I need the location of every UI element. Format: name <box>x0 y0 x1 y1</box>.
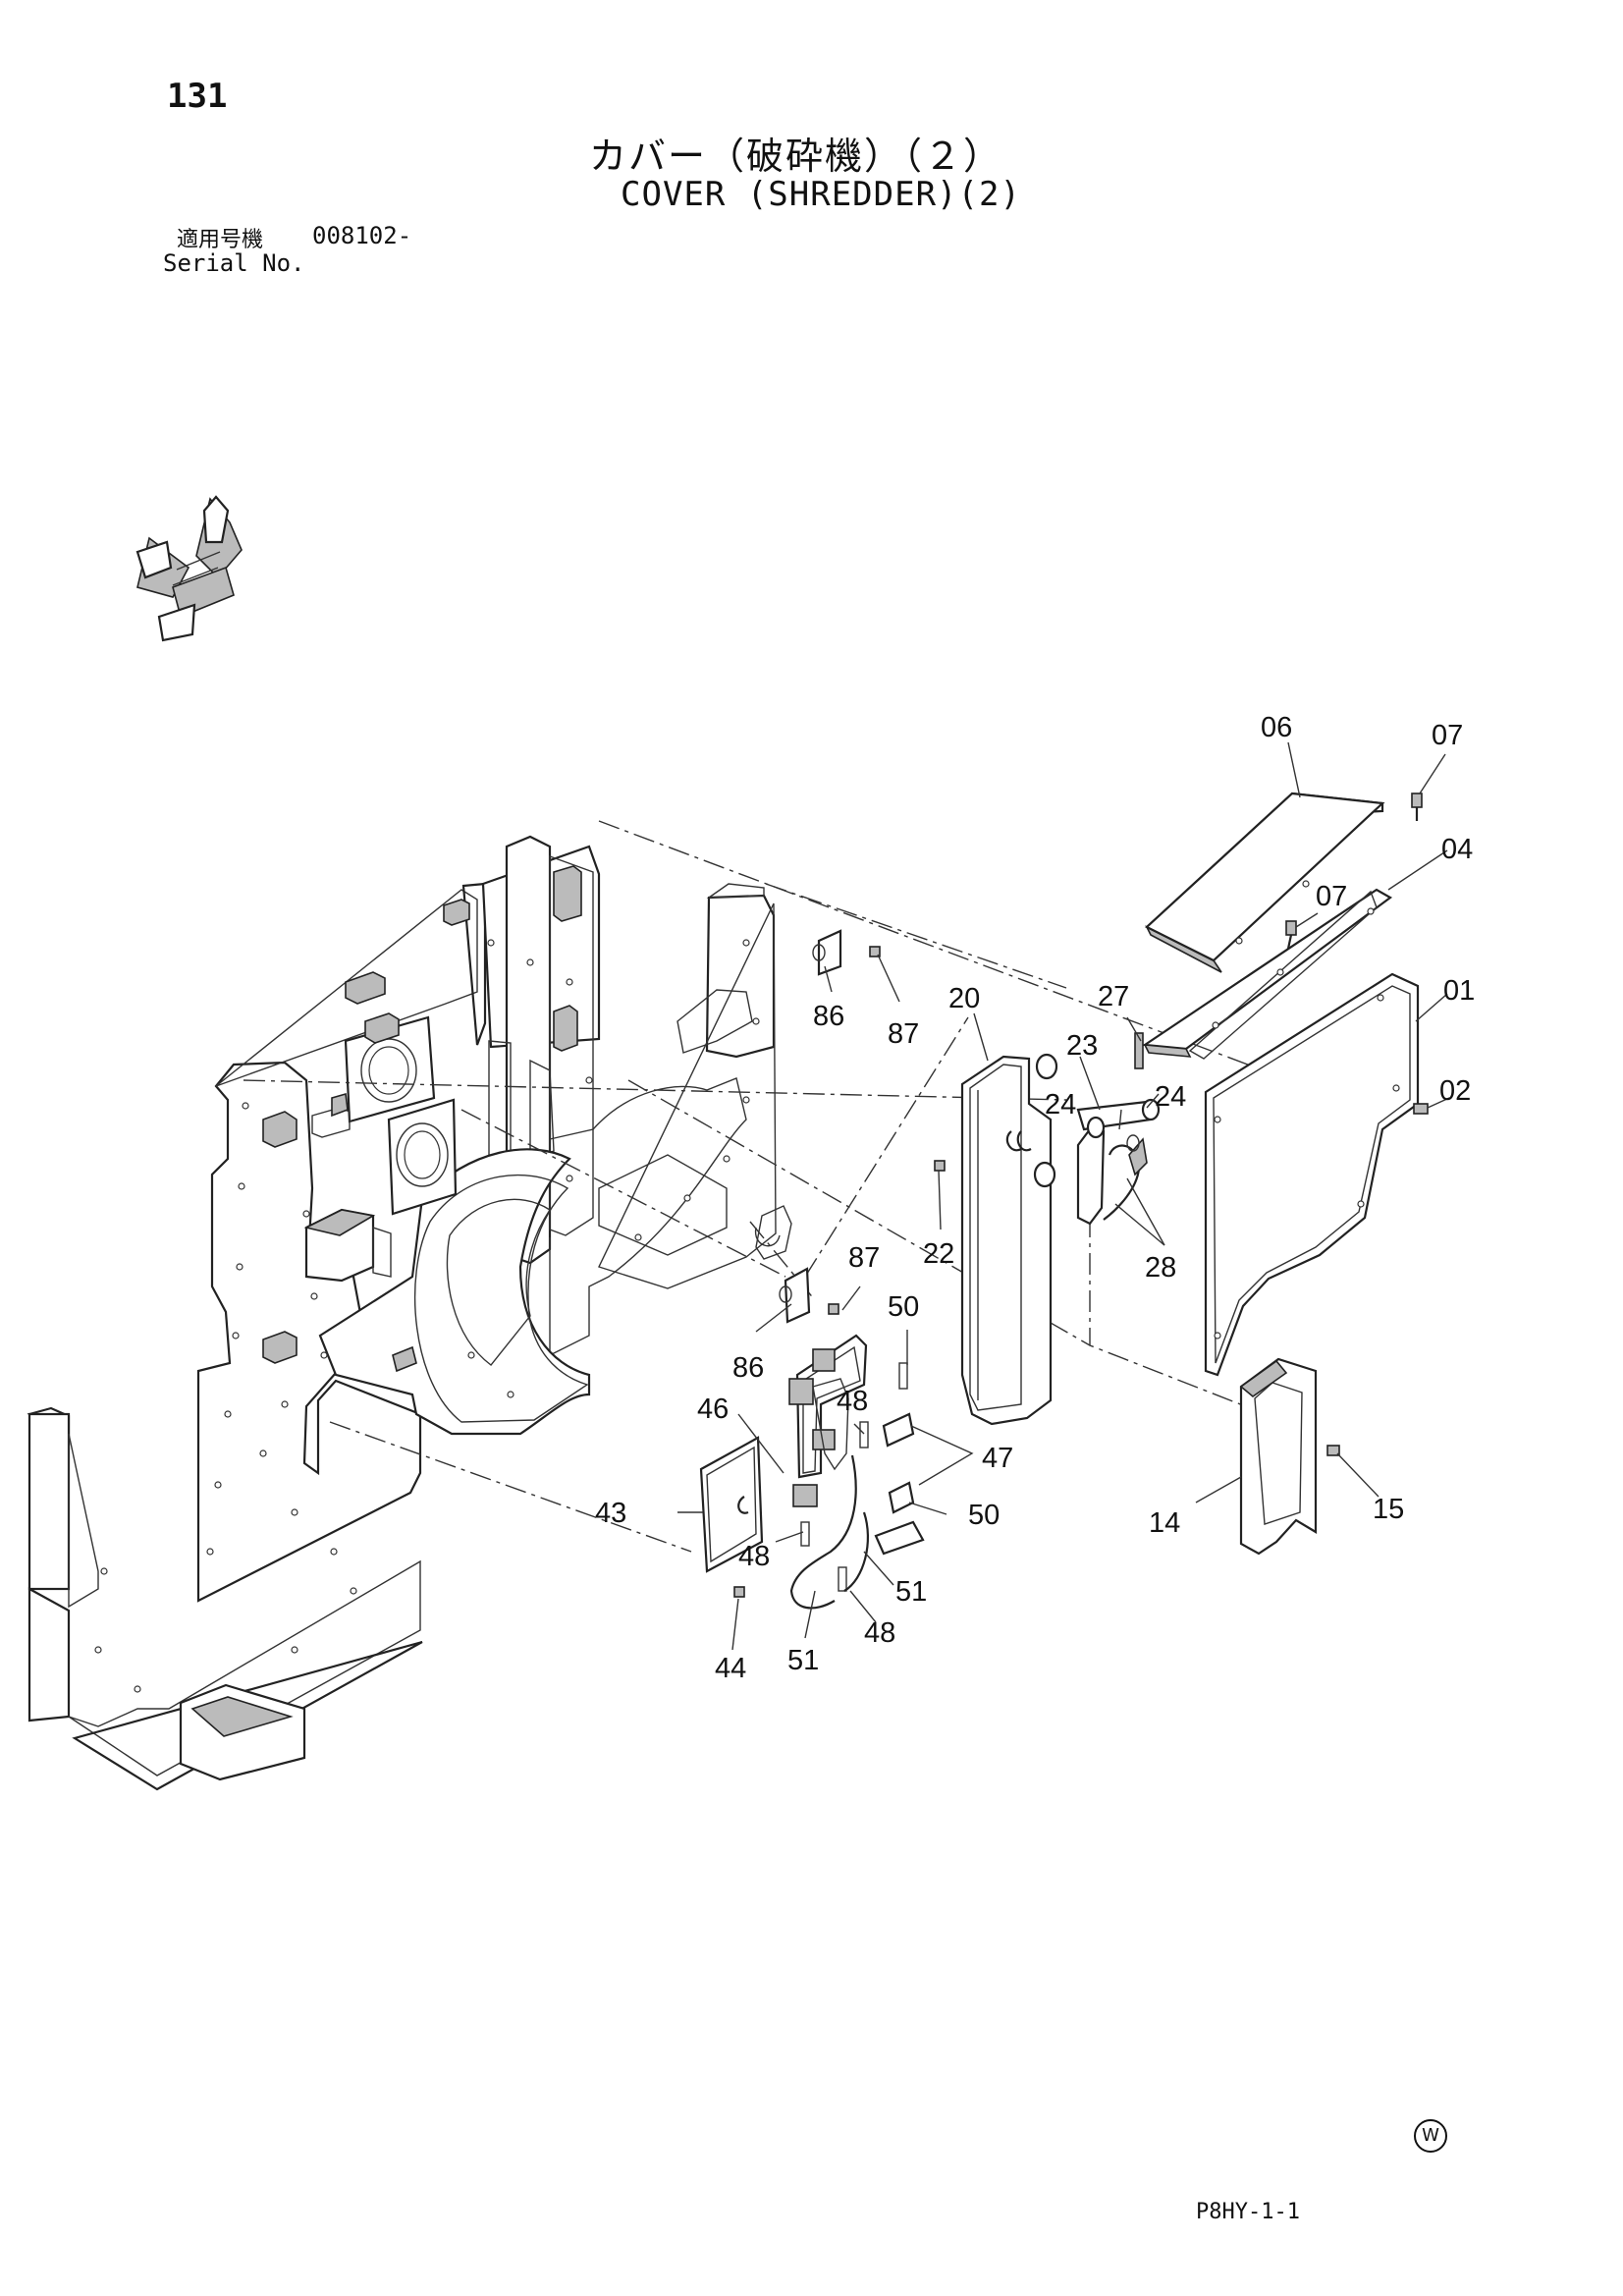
callout-44: 44 <box>715 1653 746 1684</box>
part-04-top-plate <box>1141 888 1393 1060</box>
latch-assembly <box>788 1334 925 1610</box>
callout-86-upper: 86 <box>813 1001 844 1032</box>
hinge-parts <box>1076 1032 1161 1226</box>
callout-48-upper: 48 <box>837 1386 868 1417</box>
callout-20: 20 <box>948 983 980 1014</box>
callout-86-lower: 86 <box>732 1352 764 1384</box>
orientation-icon <box>135 495 243 642</box>
page-number: 131 <box>167 77 228 116</box>
frame-holes <box>94 939 760 1693</box>
bracket-86-lower <box>779 1267 839 1324</box>
callout-01: 01 <box>1443 975 1475 1007</box>
callout-48-middle: 48 <box>738 1541 770 1572</box>
shredder-frame <box>27 835 792 1791</box>
callout-51-right: 51 <box>895 1576 927 1608</box>
callout-51-left: 51 <box>787 1645 819 1676</box>
bolt-07 <box>1285 793 1423 950</box>
callout-22: 22 <box>923 1238 954 1270</box>
bracket-86-upper <box>812 929 881 976</box>
callout-87-lower: 87 <box>848 1242 880 1274</box>
assembly-leader-lines <box>243 820 1395 1553</box>
callout-06: 06 <box>1261 712 1292 743</box>
callout-02: 02 <box>1439 1075 1471 1107</box>
callout-14: 14 <box>1149 1507 1180 1539</box>
callout-28: 28 <box>1145 1252 1176 1284</box>
callout-24-left: 24 <box>1045 1089 1076 1121</box>
part-06-top-cover <box>1145 792 1385 973</box>
callout-46: 46 <box>697 1394 729 1425</box>
title-english: COVER (SHREDDER)(2) <box>621 175 1021 214</box>
bolt-02 <box>1413 1103 1429 1115</box>
title-japanese: カバー（破砕機）（２） <box>589 135 1003 178</box>
bolt-22 <box>934 1160 946 1172</box>
callout-50-lower: 50 <box>968 1500 1000 1531</box>
callout-07-upper: 07 <box>1432 720 1463 751</box>
callout-labels: 06 07 04 07 01 02 86 87 20 27 23 24 24 2… <box>595 712 1475 1684</box>
part-43-plate <box>699 1436 764 1598</box>
callout-47: 47 <box>982 1443 1013 1474</box>
callout-87-upper: 87 <box>888 1018 919 1050</box>
part-20-panel <box>960 1053 1058 1426</box>
drawing-code: P8HY-1-1 <box>1196 2200 1300 2224</box>
callout-04: 04 <box>1441 834 1473 865</box>
part-14-bottom-cover <box>1239 1357 1340 1556</box>
callout-50-upper: 50 <box>888 1291 919 1323</box>
serial-number-value: 008102- <box>312 222 412 249</box>
serial-label-japanese: 適用号機 <box>177 228 264 252</box>
serial-label-english: Serial No. <box>163 249 305 277</box>
callout-07-lower: 07 <box>1316 881 1347 912</box>
callout-23: 23 <box>1066 1030 1098 1062</box>
callout-43: 43 <box>595 1498 626 1529</box>
watermark-circle-icon: W <box>1414 2119 1447 2153</box>
callout-24-right: 24 <box>1155 1081 1186 1113</box>
callout-27: 27 <box>1098 981 1129 1012</box>
part-01-side-cover <box>1204 972 1420 1377</box>
callout-48-lower: 48 <box>864 1617 895 1649</box>
callout-leaders <box>677 741 1450 1651</box>
callout-15: 15 <box>1373 1494 1404 1525</box>
